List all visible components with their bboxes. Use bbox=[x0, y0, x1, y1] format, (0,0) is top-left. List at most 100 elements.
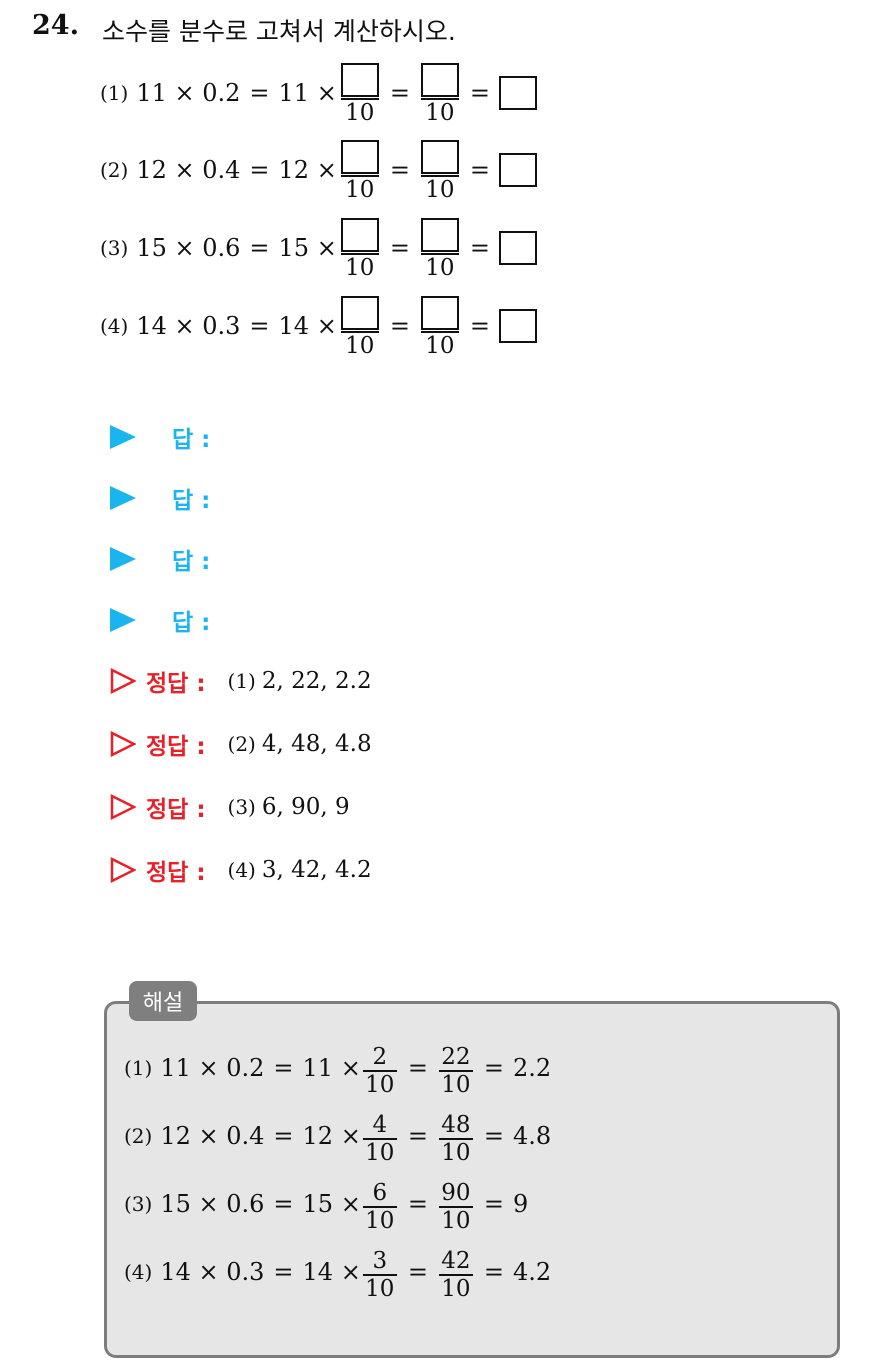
equals-sign: = bbox=[249, 79, 270, 107]
blank-box[interactable] bbox=[340, 217, 379, 252]
correct-item-value: 4, 48, 4.8 bbox=[261, 731, 372, 757]
correct-item-label: (3) bbox=[227, 795, 256, 819]
blank-box[interactable] bbox=[420, 217, 459, 252]
blank-box[interactable] bbox=[340, 139, 379, 174]
denominator: 10 bbox=[441, 1072, 471, 1098]
problem-lhs: 14 × 0.3 bbox=[136, 312, 241, 340]
correct-answer-4: 정답 : (4)3, 42, 4.2 bbox=[110, 853, 372, 887]
equals-sign: = bbox=[469, 156, 491, 184]
denominator: 10 bbox=[425, 254, 455, 281]
denominator: 10 bbox=[441, 1140, 471, 1166]
correct-item-value: 3, 42, 4.2 bbox=[261, 857, 372, 883]
equals-sign: = bbox=[483, 1190, 505, 1218]
solution-multiplier: 15 × bbox=[302, 1190, 361, 1218]
equals-sign: = bbox=[407, 1190, 428, 1218]
problem-label: (4) bbox=[100, 314, 129, 338]
numerator: 4 bbox=[372, 1112, 388, 1138]
solution-result: 2.2 bbox=[513, 1054, 552, 1082]
numerator: 6 bbox=[372, 1180, 388, 1206]
denominator: 10 bbox=[365, 1276, 395, 1302]
blank-box[interactable] bbox=[340, 62, 379, 97]
problem-multiplier: 12 × bbox=[278, 156, 337, 184]
correct-answer-1: 정답 : (1)2, 22, 2.2 bbox=[110, 664, 372, 698]
problem-multiplier: 14 × bbox=[278, 312, 337, 340]
answer-row-3[interactable]: 답 : bbox=[110, 542, 210, 576]
denominator: 10 bbox=[425, 332, 455, 359]
solution-title: 해설 bbox=[129, 981, 197, 1021]
equals-sign: = bbox=[483, 1258, 505, 1286]
denominator: 10 bbox=[345, 332, 375, 359]
blank-box[interactable] bbox=[499, 153, 538, 187]
numerator: 22 bbox=[441, 1044, 471, 1070]
fraction: 10 bbox=[420, 62, 459, 125]
answer-row-2[interactable]: 답 : bbox=[110, 481, 210, 515]
equals-sign: = bbox=[407, 1054, 428, 1082]
equals-sign: = bbox=[407, 1258, 428, 1286]
denominator: 10 bbox=[441, 1208, 471, 1234]
equals-sign: = bbox=[389, 156, 410, 184]
denominator: 10 bbox=[365, 1072, 395, 1098]
fraction: 10 bbox=[420, 295, 459, 359]
denominator: 10 bbox=[365, 1208, 395, 1234]
answer-label: 답 : bbox=[172, 549, 211, 575]
problem-lhs: 15 × 0.6 bbox=[136, 234, 241, 262]
numerator: 42 bbox=[441, 1248, 471, 1274]
play-triangle-icon bbox=[110, 486, 136, 510]
blank-box[interactable] bbox=[499, 76, 538, 110]
play-triangle-icon bbox=[110, 425, 136, 449]
equals-sign: = bbox=[249, 312, 270, 340]
solution-result: 4.2 bbox=[513, 1258, 552, 1286]
correct-label: 정답 : bbox=[146, 860, 206, 886]
correct-item-label: (2) bbox=[227, 732, 256, 756]
answer-row-4[interactable]: 답 : bbox=[110, 603, 210, 637]
solution-label: (2) bbox=[124, 1124, 153, 1148]
denominator: 10 bbox=[345, 176, 375, 203]
blank-box[interactable] bbox=[420, 139, 459, 174]
equals-sign: = bbox=[249, 234, 270, 262]
blank-box[interactable] bbox=[420, 295, 459, 330]
solution-label: (3) bbox=[124, 1192, 153, 1216]
denominator: 10 bbox=[345, 99, 375, 126]
fraction: 10 bbox=[340, 295, 379, 359]
outline-triangle-icon bbox=[110, 668, 136, 694]
problem-label: (3) bbox=[100, 236, 129, 260]
equals-sign: = bbox=[483, 1122, 505, 1150]
blank-box[interactable] bbox=[420, 62, 459, 97]
correct-label: 정답 : bbox=[146, 671, 206, 697]
correct-item-value: 2, 22, 2.2 bbox=[261, 668, 372, 694]
equals-sign: = bbox=[273, 1258, 294, 1286]
solution-result: 9 bbox=[513, 1190, 529, 1218]
denominator: 10 bbox=[425, 176, 455, 203]
denominator: 10 bbox=[441, 1276, 471, 1302]
fraction: 10 bbox=[340, 62, 379, 126]
blank-box[interactable] bbox=[340, 295, 379, 330]
fraction: 10 bbox=[340, 217, 379, 280]
problem-lhs: 12 × 0.4 bbox=[136, 156, 241, 184]
blank-box[interactable] bbox=[499, 309, 538, 343]
denominator: 10 bbox=[365, 1140, 395, 1166]
fraction: 10 bbox=[420, 139, 459, 203]
answer-label: 답 : bbox=[172, 488, 211, 514]
numerator: 90 bbox=[441, 1180, 471, 1206]
blank-box[interactable] bbox=[499, 231, 538, 265]
answer-row-1[interactable]: 답 : bbox=[110, 420, 210, 454]
equals-sign: = bbox=[389, 312, 410, 340]
problem-label: (2) bbox=[100, 158, 129, 182]
problem-lhs: 11 × 0.2 bbox=[136, 79, 241, 107]
solution-multiplier: 11 × bbox=[302, 1054, 361, 1082]
problem-multiplier: 15 × bbox=[278, 234, 337, 262]
play-triangle-icon bbox=[110, 547, 136, 571]
numerator: 3 bbox=[372, 1248, 388, 1274]
numerator: 48 bbox=[441, 1112, 471, 1138]
correct-label: 정답 : bbox=[146, 734, 206, 760]
equals-sign: = bbox=[469, 234, 491, 262]
